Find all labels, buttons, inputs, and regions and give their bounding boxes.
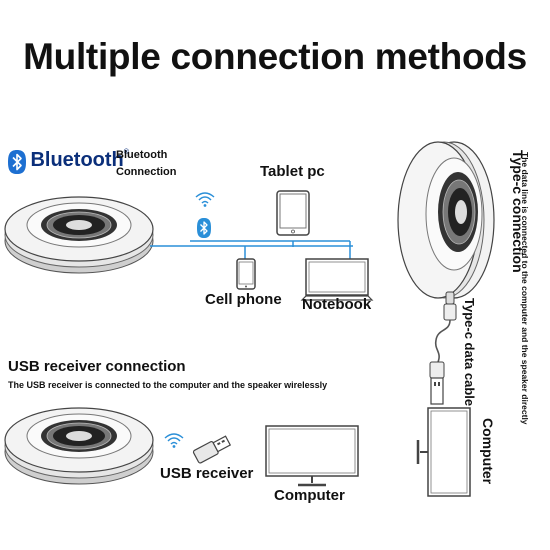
typec-cable-label: Type-c data cable — [462, 298, 477, 407]
bluetooth-icon — [8, 149, 26, 174]
typec-cable-icon — [429, 291, 457, 405]
typec-computer-label: Computer — [480, 418, 496, 485]
usb-section-title: USB receiver connection — [8, 358, 186, 375]
usb-description: The USB receiver is connected to the com… — [8, 380, 328, 390]
speaker-usb — [4, 407, 154, 485]
bluetooth-wordmark: Bluetooth — [30, 149, 124, 171]
notebook-icon — [300, 258, 374, 301]
usb-receiver-icon — [192, 435, 232, 464]
tablet-label: Tablet pc — [260, 163, 325, 180]
phone-label: Cell phone — [205, 291, 282, 308]
tablet-icon — [276, 190, 310, 236]
phone-icon — [236, 258, 256, 290]
notebook-label: Notebook — [302, 296, 372, 313]
speaker-typec — [397, 141, 495, 299]
registered-mark: ® — [123, 149, 129, 156]
bluetooth-connection-label: Bluetooth Connection — [116, 149, 177, 178]
device-connectors — [244, 241, 351, 259]
wifi-signal-icon — [164, 433, 184, 448]
usb-computer-icon — [265, 425, 359, 487]
bluetooth-signal-icon — [197, 218, 211, 238]
bluetooth-connection-line — [150, 240, 353, 247]
typec-computer-icon — [416, 407, 471, 497]
wifi-signal-icon — [195, 192, 215, 207]
page-title: Multiple connection methods — [23, 36, 527, 77]
usb-receiver-label: USB receiver — [160, 465, 254, 482]
usb-computer-label: Computer — [274, 487, 345, 504]
typec-description: The data line is connected to the comput… — [520, 152, 530, 425]
bluetooth-logo: Bluetooth® — [8, 149, 129, 174]
speaker-bluetooth — [4, 196, 154, 274]
